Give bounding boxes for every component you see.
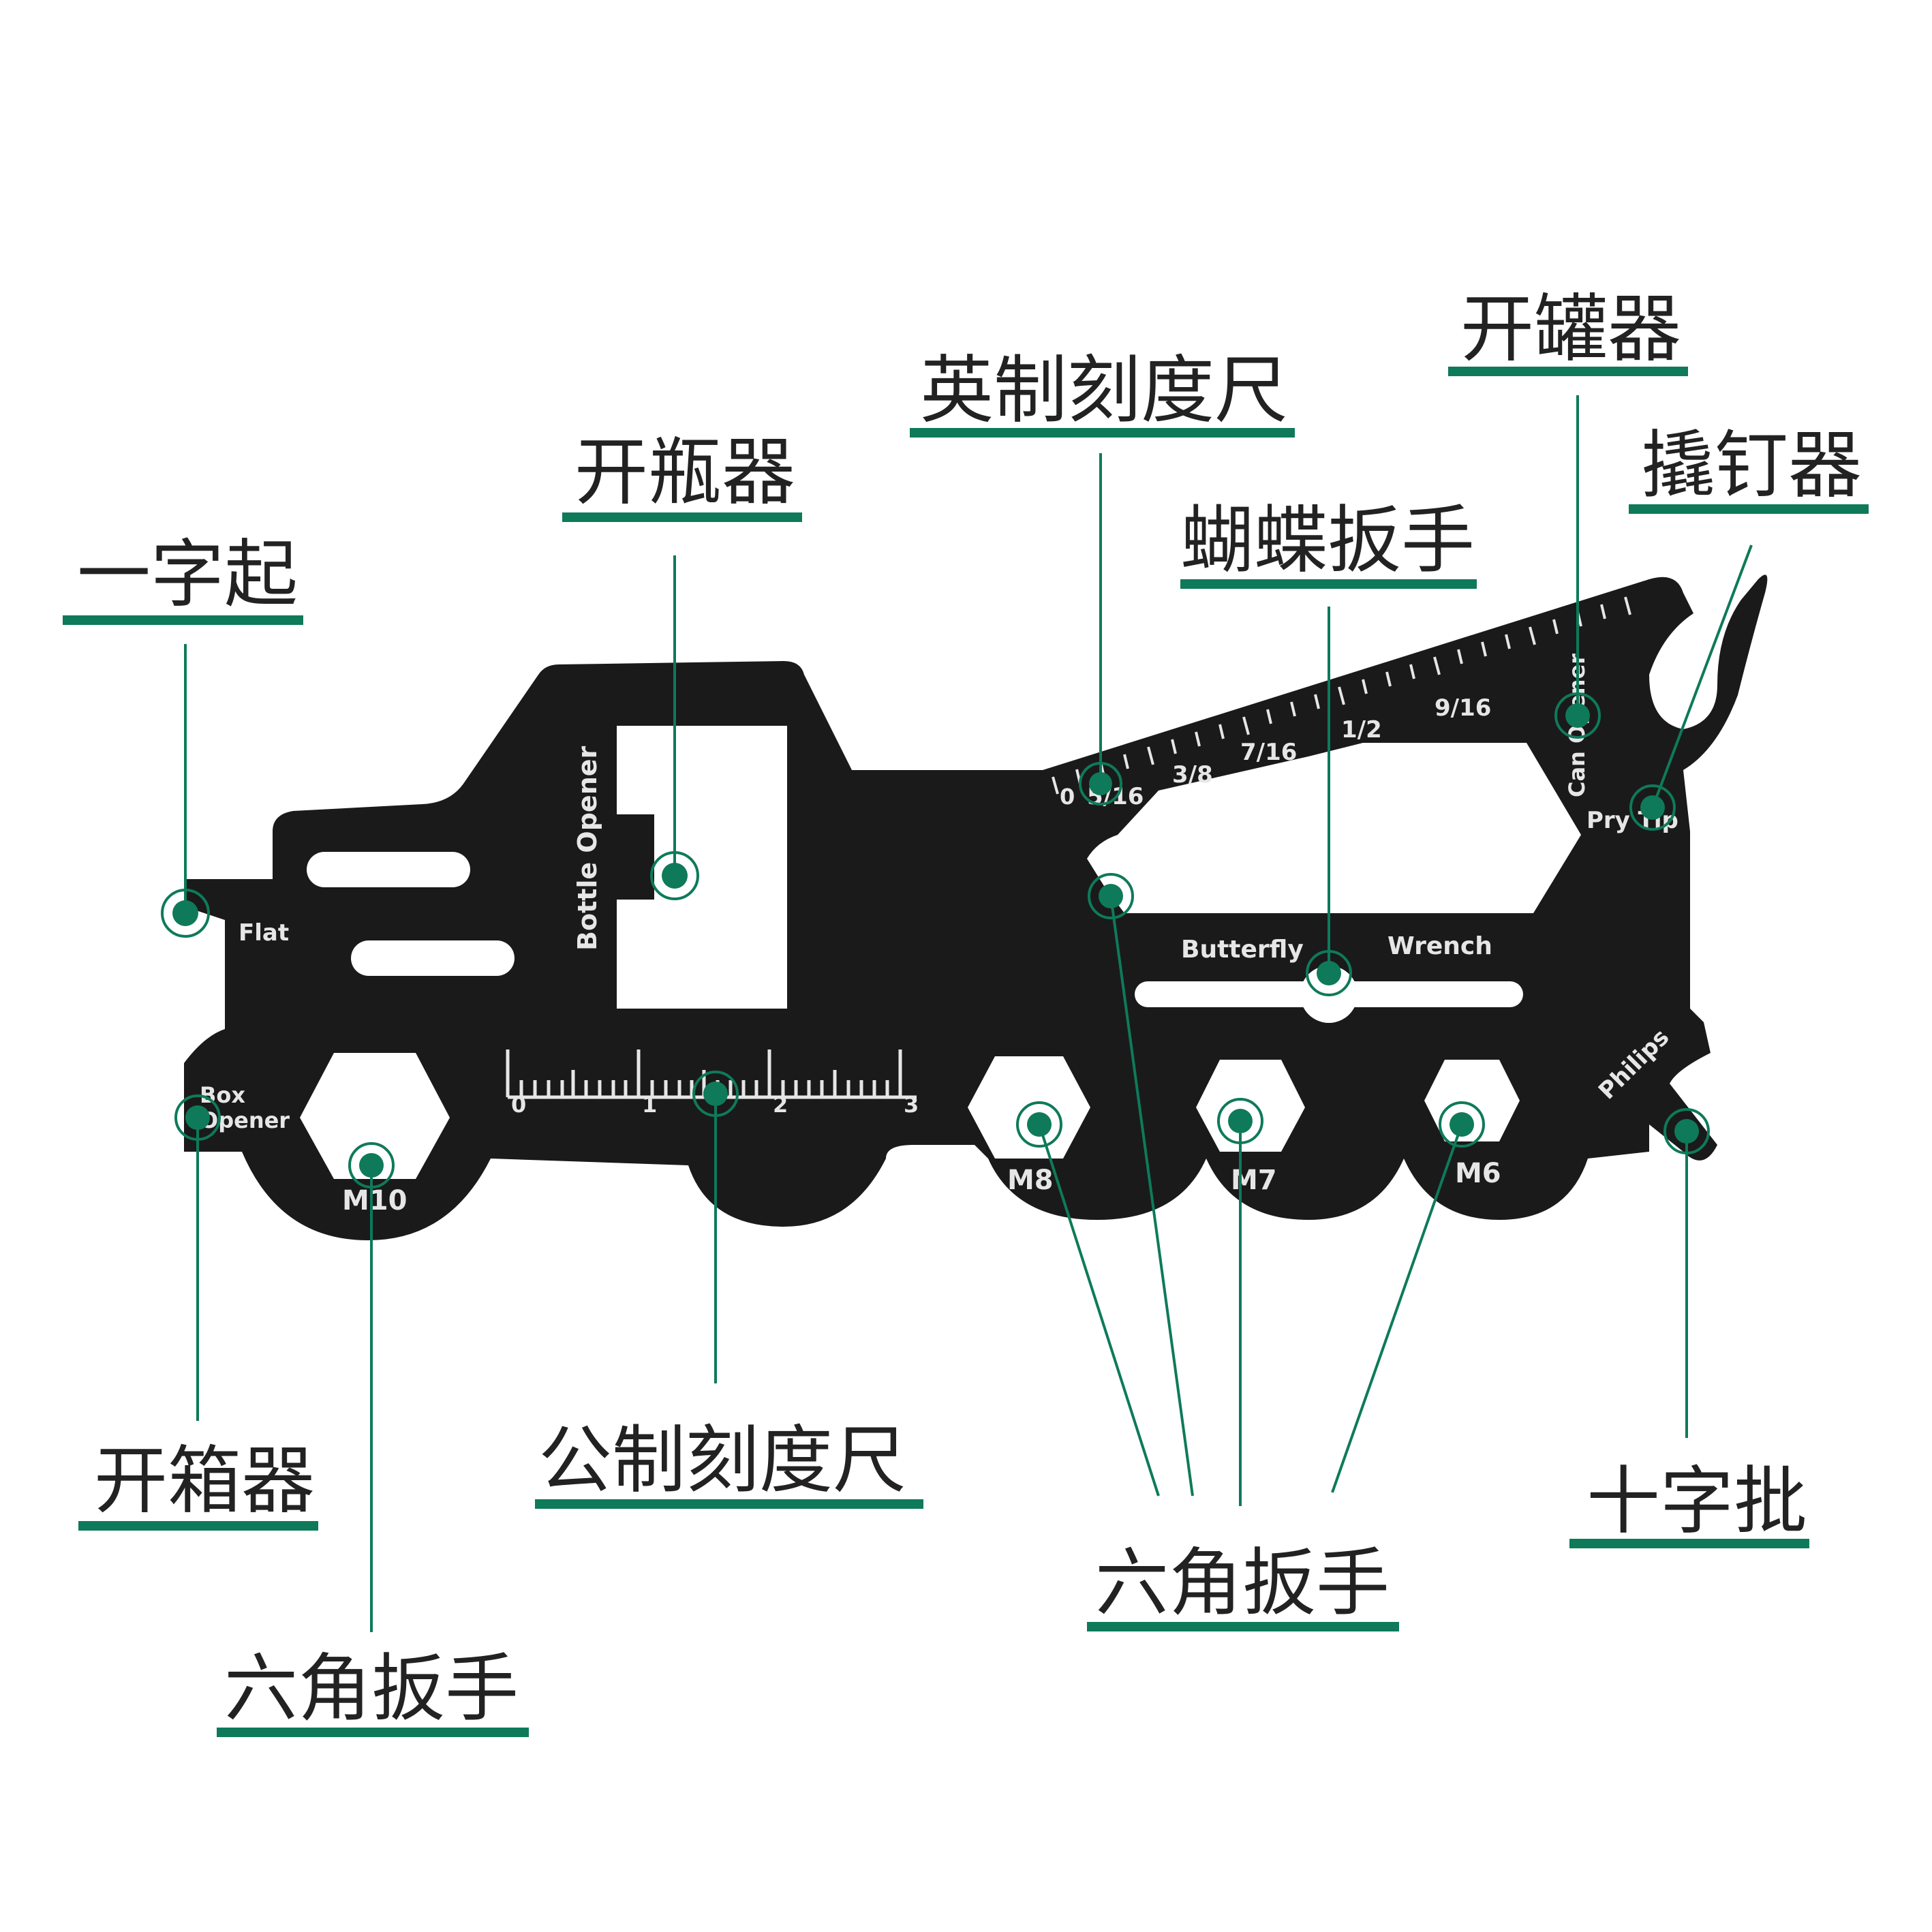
label-hex-wrench-m10: 六角扳手 <box>224 1646 519 1732</box>
imperial-tick-label: 7/16 <box>1240 739 1297 766</box>
imperial-tick-label: 9/16 <box>1435 694 1491 722</box>
etched-bottle-opener: Bottle Opener <box>572 746 602 951</box>
imperial-tick-label: 1/2 <box>1341 716 1382 743</box>
label-can-opener-underline <box>1448 367 1688 376</box>
etched-wrench: Wrench <box>1387 932 1492 960</box>
marker-imperial-ruler <box>1079 762 1122 806</box>
label-bottle-opener: 开瓶器 <box>574 430 795 515</box>
label-philips-underline <box>1569 1539 1809 1548</box>
label-pry-tip: 撬钉器 <box>1640 423 1862 508</box>
label-butterfly-wrench: 蝴蝶扳手 <box>1180 498 1475 583</box>
slot-lower <box>351 940 515 976</box>
metric-tick-label: 2 <box>773 1092 788 1118</box>
label-can-opener: 开罐器 <box>1460 287 1681 372</box>
metric-tick-label: 0 <box>511 1092 526 1118</box>
label-flat-underline <box>63 615 303 625</box>
etched-m7: M7 <box>1231 1165 1277 1196</box>
marker-flat <box>161 889 210 938</box>
marker-pry-tip <box>1629 784 1676 831</box>
etched-pry-tip: Pry Tip <box>1586 807 1678 834</box>
etched-box: Box <box>200 1082 245 1108</box>
label-box-opener-underline <box>78 1521 318 1531</box>
label-box-opener: 开箱器 <box>93 1439 315 1524</box>
label-hex-wrench-m10-underline <box>217 1728 529 1737</box>
marker-box-opener <box>174 1094 221 1141</box>
marker-can-opener <box>1554 692 1601 739</box>
label-metric-ruler: 公制刻度尺 <box>538 1418 907 1503</box>
marker-bottle-opener <box>650 851 699 900</box>
marker-m7 <box>1217 1098 1263 1144</box>
hex-hole-m6 <box>1424 1060 1520 1141</box>
truck-body <box>184 574 1768 1240</box>
etched-m6: M6 <box>1455 1158 1501 1189</box>
marker-crane-window <box>1088 873 1134 919</box>
leader-lines <box>184 395 1753 1632</box>
marker-m10 <box>348 1142 395 1189</box>
marker-m8 <box>1016 1101 1062 1148</box>
marker-philips <box>1663 1108 1710 1154</box>
label-philips: 十字批 <box>1586 1459 1807 1544</box>
hex-hole-m7 <box>1196 1060 1305 1152</box>
metric-tick-label: 3 <box>904 1092 919 1118</box>
etched-opener: Opener <box>200 1107 290 1133</box>
etched-flat: Flat <box>239 919 289 947</box>
callout-markers <box>161 692 1710 1189</box>
metric-tick-label: 1 <box>642 1092 657 1118</box>
marker-butterfly <box>1306 950 1352 996</box>
bottle-opener-cutout <box>617 726 787 1009</box>
label-hex-wrench-group-underline <box>1087 1622 1399 1631</box>
label-bottle-opener-underline <box>562 512 802 522</box>
label-butterfly-wrench-underline <box>1180 579 1477 589</box>
label-flat: 一字起 <box>76 532 298 617</box>
imperial-tick-label: 0 <box>1060 784 1075 810</box>
etched-m8: M8 <box>1007 1165 1054 1196</box>
hex-hole-m10 <box>300 1053 450 1179</box>
label-hex-wrench-group: 六角扳手 <box>1094 1541 1390 1626</box>
marker-m6 <box>1439 1101 1485 1148</box>
marker-metric-ruler <box>692 1071 739 1117</box>
etched-m10: M10 <box>342 1185 407 1216</box>
label-imperial-ruler-underline <box>910 428 1295 438</box>
imperial-tick-label: 3/8 <box>1172 761 1213 788</box>
slot-upper <box>307 852 470 887</box>
crane-window <box>1087 743 1581 913</box>
label-metric-ruler-underline <box>535 1499 923 1509</box>
label-imperial-ruler: 英制刻度尺 <box>919 348 1288 433</box>
label-pry-tip-underline <box>1629 504 1869 514</box>
etched-butterfly: Butterfly <box>1181 936 1304 964</box>
